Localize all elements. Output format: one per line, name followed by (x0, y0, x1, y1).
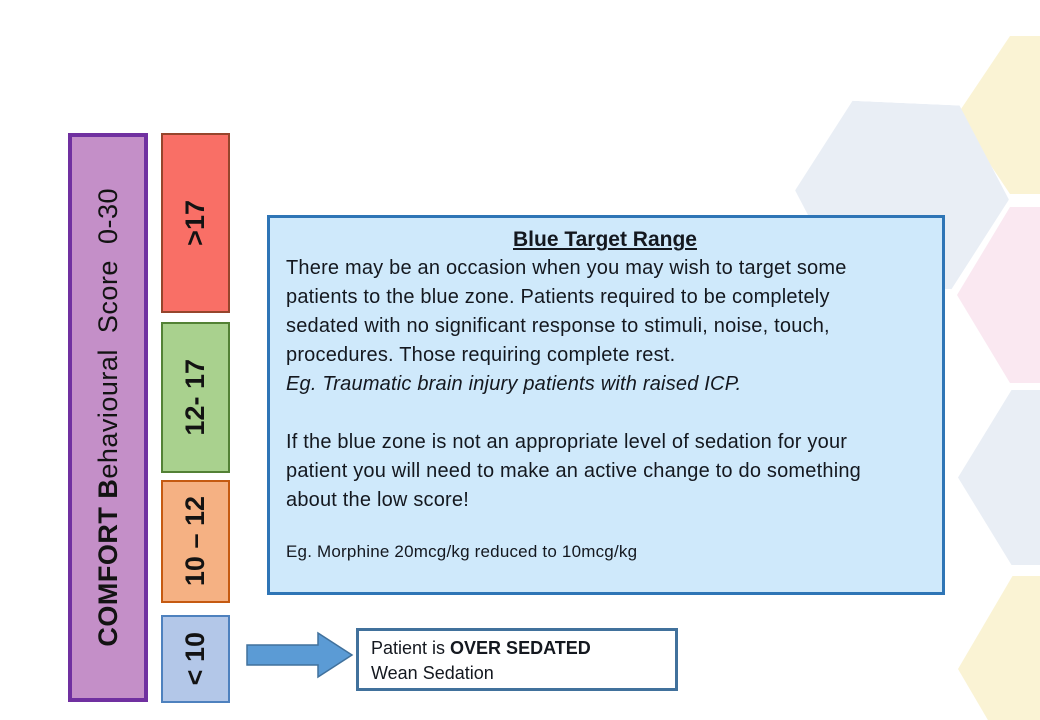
score-zone-under-10: < 10 (161, 615, 230, 703)
score-zone-10-12: 10 – 12 (161, 480, 230, 603)
hexagon-decoration-gray-right (958, 390, 1040, 565)
hexagon-decoration-yellow-bottom (958, 576, 1040, 720)
comfort-scale-title-bold: COMFORT B (92, 478, 123, 647)
blue-target-range-box: Blue Target Range There may be an occasi… (267, 215, 945, 595)
info-box-example-line: Eg. Morphine 20mcg/kg reduced to 10mcg/k… (286, 542, 638, 561)
score-zone-12-17: 12- 17 (161, 322, 230, 473)
callout-line-1-bold: OVER SEDATED (450, 638, 591, 658)
callout-line-1: Patient is OVER SEDATED (371, 636, 675, 661)
score-zone-label: >17 (180, 200, 210, 246)
callout-line-1-prefix: Patient is (371, 638, 451, 658)
callout-line-2: Wean Sedation (371, 663, 494, 683)
right-arrow-icon (246, 631, 354, 679)
info-box-paragraph-1: There may be an occasion when you may wi… (286, 257, 847, 366)
over-sedated-callout: Patient is OVER SEDATED Wean Sedation (356, 628, 678, 691)
score-zone-label: 12- 17 (180, 359, 210, 436)
score-zone-label: < 10 (180, 632, 210, 686)
comfort-scale-title: COMFORT Behavioural Score 0-30 (93, 188, 124, 647)
score-zone-over-17: >17 (161, 133, 230, 313)
info-box-title: Blue Target Range (513, 228, 697, 251)
comfort-scale-title-rest: ehavioural Score 0-30 (92, 188, 123, 479)
comfort-scale-bar: COMFORT Behavioural Score 0-30 (68, 133, 148, 702)
info-box-paragraph-2: Eg. Traumatic brain injury patients with… (286, 373, 742, 395)
info-box-paragraph-3: If the blue zone is not an appropriate l… (286, 431, 861, 511)
score-zone-label: 10 – 12 (180, 496, 210, 587)
